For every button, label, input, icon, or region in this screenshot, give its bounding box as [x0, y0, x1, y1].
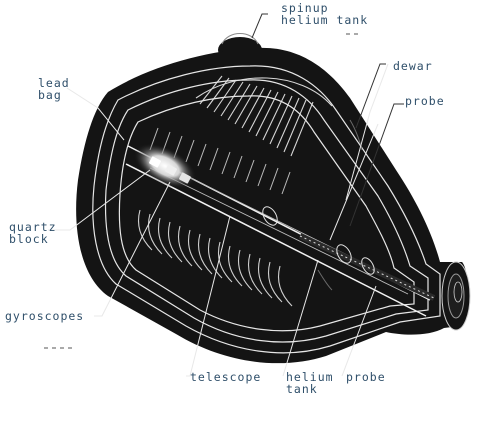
label-telescope: telescope	[190, 371, 261, 383]
label-line: spinup	[281, 1, 329, 15]
lower-fins	[138, 209, 293, 307]
telescope-segment	[262, 206, 375, 275]
label-line: tank	[286, 382, 318, 396]
dewar-body	[76, 47, 468, 364]
scale-dashes	[44, 33, 358, 349]
label-line: quartz	[9, 220, 57, 234]
label-line: dewar	[393, 59, 433, 73]
label-line: probe	[346, 370, 386, 384]
support-feet	[130, 294, 254, 356]
label-probe-bottom: probe	[346, 371, 386, 383]
inner-upper-ribs	[149, 127, 291, 195]
label-dewar: dewar	[393, 60, 433, 72]
label-line: helium	[286, 370, 334, 384]
label-line: bag	[38, 88, 62, 102]
label-line: helium tank	[281, 13, 369, 27]
label-lead-bag: lead bag	[38, 77, 70, 101]
label-quartz-block: quartz block	[9, 221, 57, 245]
label-line: telescope	[190, 370, 262, 384]
dewar-shells	[92, 65, 441, 354]
label-helium-tank: helium tank	[286, 371, 334, 395]
label-spinup-helium-tank: spinup helium tank	[281, 2, 368, 26]
label-gyroscopes: gyroscopes	[5, 310, 84, 322]
label-line: gyroscopes	[5, 309, 85, 323]
gyroscope-glow	[133, 143, 197, 189]
label-line: probe	[405, 94, 445, 108]
label-probe-top: probe	[405, 95, 445, 107]
label-line: lead	[38, 76, 70, 90]
probe-nozzle	[441, 261, 471, 331]
body-highlights	[317, 119, 363, 291]
leader-lines	[48, 13, 404, 377]
label-line: block	[9, 232, 49, 246]
